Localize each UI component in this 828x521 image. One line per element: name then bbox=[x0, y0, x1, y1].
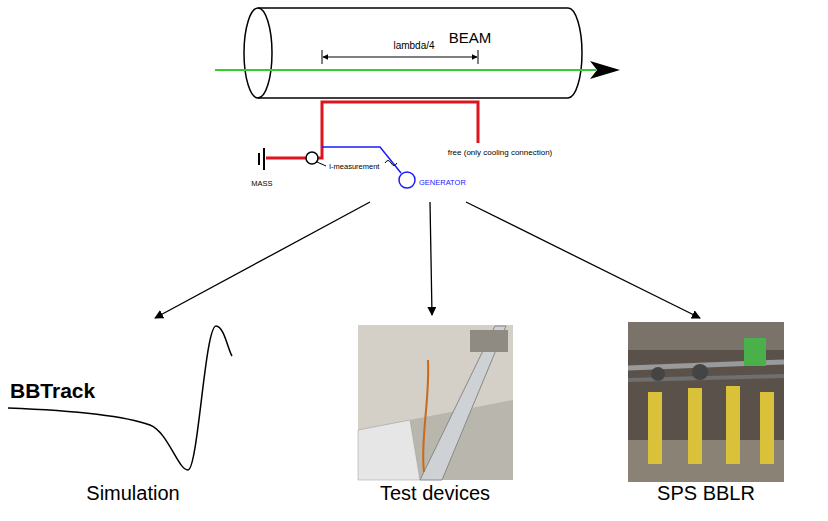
measurement-label: I-measurement bbox=[329, 163, 379, 172]
beam-pipe bbox=[244, 8, 582, 98]
panel-caption: SPS BBLR bbox=[657, 482, 755, 505]
leader-line bbox=[317, 162, 326, 166]
sps-panel: SPS BBLR bbox=[618, 318, 796, 514]
arrow-connector bbox=[466, 202, 700, 318]
program-name: BBTrack bbox=[10, 379, 95, 403]
test-devices-panel: Test devices bbox=[350, 315, 522, 514]
note-label: free (only cooling connection) bbox=[448, 148, 553, 157]
schematic-panel: BEAM lambda/4I-measurementMASS GENERATOR fr… bbox=[205, 0, 630, 202]
test-device-photo bbox=[358, 325, 513, 480]
simulation-panel: BBTrackSimulation bbox=[0, 318, 268, 514]
ac-symbol bbox=[385, 161, 397, 166]
panel-caption: Test devices bbox=[380, 482, 490, 505]
generator-label: GENERATOR bbox=[419, 179, 466, 188]
beam-line bbox=[215, 69, 596, 71]
generator-wire bbox=[322, 147, 401, 173]
generator-circle bbox=[399, 172, 415, 188]
arrow-connector bbox=[430, 202, 432, 315]
tunnel-photo bbox=[628, 322, 784, 482]
panel-caption: Simulation bbox=[86, 482, 179, 505]
dimension bbox=[322, 50, 478, 64]
dimension-label: lambda/4 bbox=[393, 40, 434, 52]
beam-label: BEAM bbox=[449, 29, 492, 46]
arrow-connector bbox=[155, 202, 370, 318]
beam-arrowhead bbox=[590, 61, 620, 79]
ground-symbol bbox=[259, 148, 264, 170]
ground-label: MASS bbox=[251, 180, 272, 189]
measurement-circle bbox=[306, 152, 318, 164]
red-wire bbox=[266, 157, 306, 160]
bbtrack-curve bbox=[8, 326, 232, 470]
